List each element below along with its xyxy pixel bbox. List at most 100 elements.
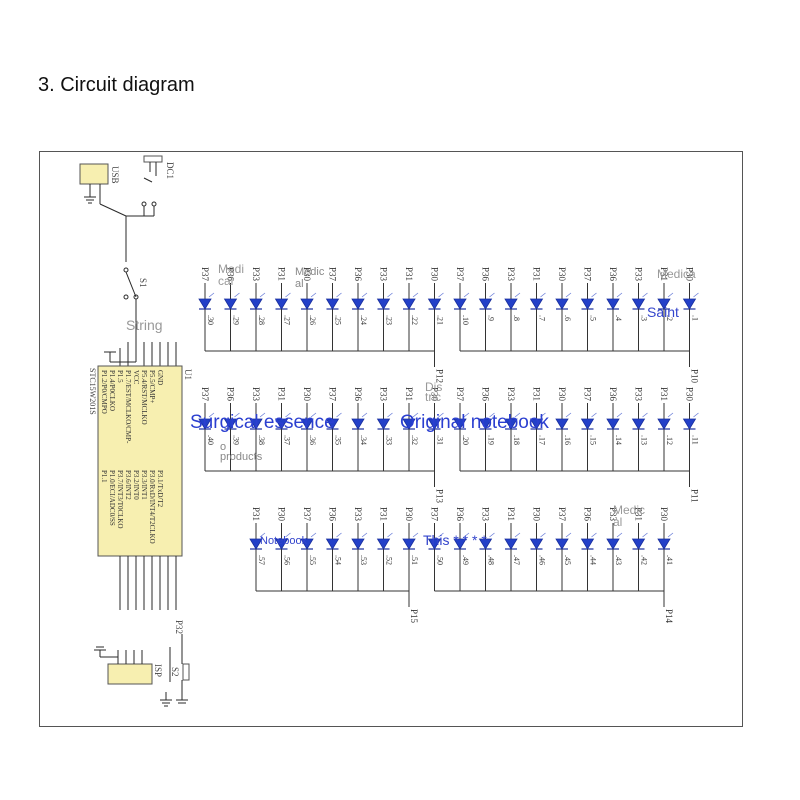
led-emit-arrow (514, 532, 521, 538)
led-emit-arrow (259, 532, 266, 538)
led-diode (376, 538, 391, 550)
bus-label: P11 (690, 489, 700, 503)
overlay-notebook: Notebook (260, 535, 308, 547)
led-ref-label: .49 (461, 555, 470, 565)
led-ref-label: .52 (385, 555, 394, 565)
mcu-pin-label: P1.7/EST/MCLKO/CMP- (124, 370, 132, 444)
mcu-pin-label: GND (156, 370, 164, 386)
led-emit-arrow (259, 412, 266, 418)
net-label-top: P30 (277, 507, 287, 522)
led-ref-label: .48 (487, 555, 496, 565)
led-emit-arrow (616, 292, 623, 298)
led-diode (325, 418, 340, 430)
mcu-pin-label: P3.3/INT1 (140, 470, 148, 500)
led-emit-arrow (463, 532, 470, 538)
dc1-label: DC1 (165, 162, 175, 180)
led-emit-arrow (667, 532, 674, 538)
led-emit-arrow (336, 292, 342, 298)
led-diode (351, 538, 365, 550)
net-label-top: P36 (481, 387, 491, 402)
net-label-top: P37 (328, 387, 338, 402)
bus-label: P14 (664, 609, 674, 624)
led-emit-arrow (591, 532, 597, 538)
led-emit-arrow (310, 532, 317, 538)
led-emit-arrow (208, 412, 215, 418)
isp-label: ISP (153, 664, 163, 678)
led-emit-arrow (438, 532, 444, 538)
led-ref-label: .8 (512, 315, 521, 321)
led-emit-arrow (565, 532, 572, 538)
led-ref-label: .5 (589, 315, 598, 321)
led-ref-label: .47 (512, 555, 521, 565)
net-label-top: P31 (532, 267, 542, 281)
led-emit-arrow (642, 532, 648, 538)
led-diode (427, 298, 442, 310)
net-label-top: P31 (634, 507, 644, 521)
led-ref-label: .39 (232, 435, 241, 445)
led-ref-label: .28 (257, 315, 266, 325)
led-emit-arrow (208, 292, 215, 298)
led-ref-label: .21 (436, 315, 445, 325)
net-label-top: P37 (430, 507, 440, 522)
led-emit-arrow (489, 532, 495, 538)
net-label-top: P30 (557, 267, 567, 282)
led-emit-arrow (412, 412, 419, 418)
led-diode (300, 298, 314, 310)
led-ref-label: .44 (589, 555, 598, 565)
led-diode (580, 298, 595, 310)
mcu-pin-label: P1.5 (116, 370, 124, 383)
net-label-top: P37 (455, 267, 465, 282)
led-ref-label: .56 (283, 555, 292, 565)
led-diode (274, 538, 289, 550)
net-label-top: P37 (200, 387, 210, 402)
led-diode (657, 418, 671, 430)
net-label-top: P31 (277, 267, 287, 281)
led-emit-arrow (361, 532, 368, 538)
led-emit-arrow (540, 532, 546, 538)
led-emit-arrow (285, 292, 291, 298)
net-label-top: P31 (659, 387, 669, 401)
led-emit-arrow (591, 292, 597, 298)
mcu-pin-label: P1.1 (100, 470, 108, 483)
mcu-pin-label: P1.2/P0/CMPO (100, 370, 108, 414)
led-ref-label: .33 (385, 435, 394, 445)
net-label-top: P33 (379, 387, 389, 402)
led-emit-arrow (234, 292, 240, 298)
mcu-pin-label: P3.2/INT0 (132, 470, 140, 500)
net-label-top: P36 (608, 267, 618, 282)
u1-label: U1 (183, 369, 193, 380)
led-ref-label: .27 (283, 315, 292, 325)
net-label-top: P37 (302, 507, 312, 522)
mcu-chip (97, 365, 183, 557)
led-ref-label: .24 (359, 315, 368, 325)
led-ref-label: .11 (691, 435, 700, 445)
led-ref-label: .37 (283, 435, 292, 445)
overlay-medical-4: Medic al (613, 503, 646, 529)
led-diode (606, 298, 620, 310)
led-ref-label: .12 (665, 435, 674, 445)
net-label-top: P37 (557, 507, 567, 522)
led-ref-label: .45 (563, 555, 572, 565)
led-diode (606, 418, 620, 430)
mcu-part-number: STC15W201S (88, 368, 97, 415)
usb-connector (79, 163, 109, 185)
led-diode (504, 298, 518, 310)
net-label-top: P31 (379, 507, 389, 521)
led-diode (198, 298, 212, 310)
led-diode (351, 298, 365, 310)
isp-header (107, 663, 153, 685)
dc-jack (143, 155, 163, 163)
overlay-medical-2: Medic al (295, 266, 325, 290)
led-emit-arrow (565, 412, 572, 418)
led-diode (529, 538, 544, 550)
led-diode (453, 298, 467, 310)
net-label-top: P37 (583, 387, 593, 402)
s2-label: S2 (170, 667, 180, 677)
led-emit-arrow (463, 292, 470, 298)
net-label-top: P37 (200, 267, 210, 282)
net-label-top: P30 (685, 387, 695, 402)
led-ref-label: .20 (461, 435, 470, 445)
net-label-top: P31 (532, 387, 542, 401)
